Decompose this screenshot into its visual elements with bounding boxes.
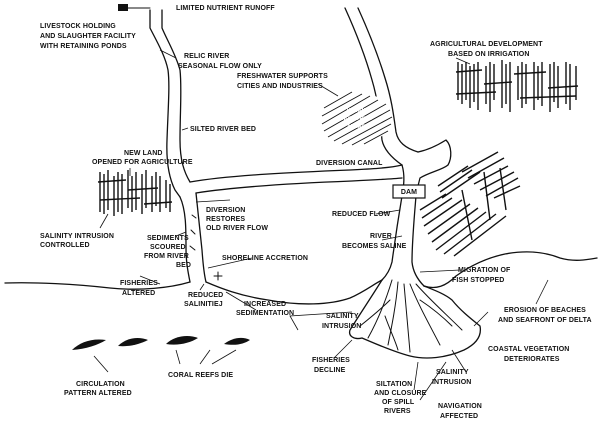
coastal-line-2: DETERIORATES <box>504 356 560 363</box>
ag-development-label: AGRICULTURAL DEVELOPMENT BASED ON IRRIGA… <box>430 41 543 58</box>
irrigated-fields-east <box>419 151 521 257</box>
siltation-line-3: OF SPILL <box>382 399 415 406</box>
increased-sedimentation-label: INCREASED SEDIMENTATION <box>236 301 294 317</box>
relic-river-label: RELIC RIVER SEASONAL FLOW ONLY <box>178 53 262 70</box>
nutrient-runoff-label: LIMITED NUTRIENT RUNOFF <box>176 5 275 12</box>
sediments-line-4: BED <box>176 262 191 269</box>
diversion-line-2: RESTORES <box>206 216 245 223</box>
fisheries-decline-line-1: FISHERIES <box>312 357 350 364</box>
reduced-salinity-line-2: SALINITIEJ <box>184 301 223 308</box>
siltation-line-2: AND CLOSURE <box>374 390 427 397</box>
sedimentation-line-1: INCREASED <box>244 301 286 308</box>
river-saline-line-2: BECOMES SALINE <box>342 243 407 250</box>
reduced-salinity-line-1: REDUCED <box>188 292 223 299</box>
diversion-canal-label: DIVERSION CANAL <box>316 160 383 167</box>
fisheries-decline-label: FISHERIES DECLINE <box>312 357 350 374</box>
fisheries-altered-line-2: ALTERED <box>122 290 155 297</box>
diversion-line-1: DIVERSION <box>206 207 245 214</box>
erosion-line-2: AND SEAFRONT OF DELTA <box>498 317 592 324</box>
salinity-intrusion-right-label: SALINITY INTRUSION <box>432 369 471 386</box>
silted-bed-label: SILTED RIVER BED <box>190 126 256 133</box>
coral-reefs-label: CORAL REEFS DIE <box>168 372 233 379</box>
new-land-label: NEW LAND OPENED FOR AGRICULTURE <box>92 150 193 166</box>
salinity-mid-line-1: SALINITY <box>326 313 359 320</box>
salinity-controlled-line-1: SALINITY INTRUSION <box>40 233 114 240</box>
dam-box: DAM <box>392 184 426 199</box>
migration-line-1: MIGRATION OF <box>458 267 511 274</box>
shoreline-accretion-label: SHORELINE ACCRETION <box>222 255 308 262</box>
circulation-label: CIRCULATION PATTERN ALTERED <box>64 381 132 397</box>
new-land-line-2: OPENED FOR AGRICULTURE <box>92 159 193 166</box>
reduced-salinity-label: REDUCED SALINITIEJ <box>184 292 223 308</box>
salinity-right-line-2: INTRUSION <box>432 379 471 386</box>
sediments-line-2: SCOURED <box>150 244 186 251</box>
delta <box>348 279 482 359</box>
salinity-mid-line-2: INTRUSION <box>322 323 361 330</box>
livestock-line-1: LIVESTOCK HOLDING <box>40 23 116 30</box>
sediments-line-1: SEDIMENTS <box>147 235 189 242</box>
freshwater-label: FRESHWATER SUPPORTS CITIES AND INDUSTRIE… <box>237 73 328 90</box>
navigation-label: NAVIGATION AFFECTED <box>438 403 482 420</box>
relic-river <box>118 4 191 198</box>
fisheries-altered-label: FISHERIES ALTERED <box>120 280 158 297</box>
siltation-line-4: RIVERS <box>384 408 411 415</box>
urban-line-1: URBAN <box>347 108 366 114</box>
coastal-vegetation-label: COASTAL VEGETATION DETERIORATES <box>488 346 569 363</box>
diversion-line-3: OLD RIVER FLOW <box>206 225 268 232</box>
reduced-flow-label: REDUCED FLOW <box>332 211 391 218</box>
navigation-line-1: NAVIGATION <box>438 403 482 410</box>
urban-line-2: INDUSTRIAL <box>340 116 371 122</box>
fisheries-altered-line-1: FISHERIES <box>120 280 158 287</box>
livestock-line-2: AND SLAUGHTER FACILITY <box>40 33 136 40</box>
leader-lines <box>93 49 549 401</box>
navigation-line-2: AFFECTED <box>440 413 478 420</box>
new-land-line-1: NEW LAND <box>124 150 163 157</box>
relic-river-line-2: SEASONAL FLOW ONLY <box>178 63 262 70</box>
salinity-controlled-line-2: CONTROLLED <box>40 242 90 249</box>
freshwater-line-1: FRESHWATER SUPPORTS <box>237 73 328 80</box>
dam-label: DAM <box>401 189 417 196</box>
erosion-line-1: EROSION OF BEACHES <box>504 307 586 314</box>
fisheries-decline-line-2: DECLINE <box>314 367 346 374</box>
circulation-line-2: PATTERN ALTERED <box>64 390 132 397</box>
diversion-canal <box>189 164 403 194</box>
river-saline-label: RIVER BECOMES SALINE <box>342 233 407 250</box>
agricultural-development-area <box>455 60 579 112</box>
new-farmland-area <box>97 170 173 216</box>
siltation-label: SILTATION AND CLOSURE OF SPILL RIVERS <box>374 381 427 415</box>
livestock-label: LIVESTOCK HOLDING AND SLAUGHTER FACILITY… <box>40 23 136 50</box>
erosion-label: EROSION OF BEACHES AND SEAFRONT OF DELTA <box>498 307 592 324</box>
coastline <box>4 251 598 305</box>
livestock-line-3: WITH RETAINING PONDS <box>40 43 127 50</box>
migration-label: MIGRATION OF FISH STOPPED <box>452 267 511 284</box>
salinity-right-line-1: SALINITY <box>436 369 469 376</box>
old-river-channel <box>179 192 207 283</box>
sediments-line-3: FROM RIVER <box>144 253 189 260</box>
urban-area-label: URBAN INDUSTRIAL AREAS <box>340 108 371 130</box>
ag-development-line-2: BASED ON IRRIGATION <box>448 51 530 58</box>
migration-line-2: FISH STOPPED <box>452 277 504 284</box>
sediments-scoured-label: SEDIMENTS SCOURED FROM RIVER BED <box>144 235 191 269</box>
freshwater-line-2: CITIES AND INDUSTRIES <box>237 83 323 90</box>
ag-development-line-1: AGRICULTURAL DEVELOPMENT <box>430 41 543 48</box>
salinity-controlled-label: SALINITY INTRUSION CONTROLLED <box>40 233 114 249</box>
relic-river-line-1: RELIC RIVER <box>184 53 229 60</box>
lower-river <box>381 195 425 287</box>
circulation-line-1: CIRCULATION <box>76 381 125 388</box>
river-saline-line-1: RIVER <box>370 233 392 240</box>
urban-industrial-area <box>320 91 393 146</box>
coastal-line-1: COASTAL VEGETATION <box>488 346 569 353</box>
salinity-intrusion-mid-label: SALINITY INTRUSION <box>322 313 361 330</box>
diversion-restores-label: DIVERSION RESTORES OLD RIVER FLOW <box>206 207 268 232</box>
coral-reefs <box>72 336 250 350</box>
urban-line-3: AREAS <box>347 124 366 130</box>
siltation-line-1: SILTATION <box>376 381 412 388</box>
sedimentation-line-2: SEDIMENTATION <box>236 310 294 317</box>
